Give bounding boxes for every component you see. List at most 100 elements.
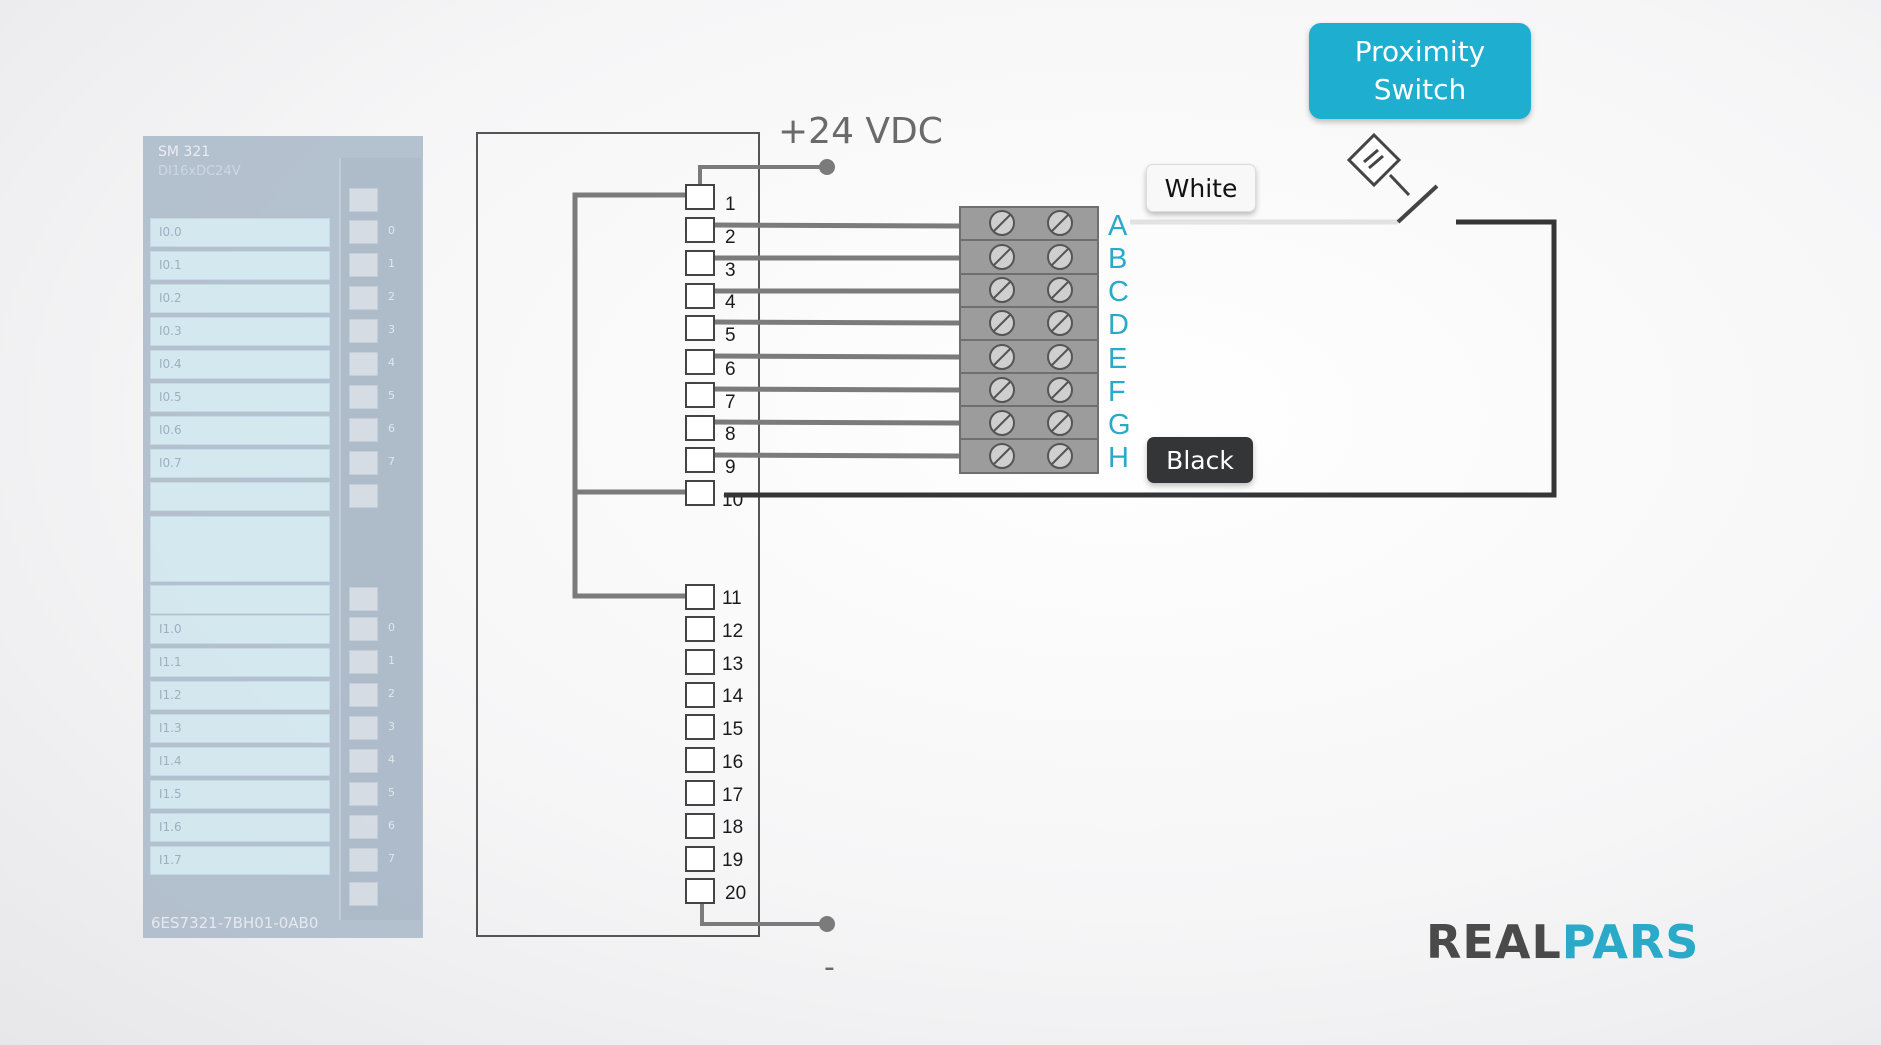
terminal-letter-g: G [1108,409,1131,441]
module-led [349,253,378,277]
black-wire [724,219,1557,498]
led-number: 0 [388,224,395,237]
terminal-box [685,315,715,341]
address-slot-empty [150,482,330,511]
terminal-letter-e: E [1108,343,1127,375]
module-led [349,650,378,674]
terminal-number: 5 [725,325,736,346]
led-number: 2 [388,290,395,303]
terminal-number: 8 [725,424,736,445]
screw-slot [1051,314,1069,332]
terminal-box [685,184,715,210]
sensor-diamond-icon [1346,132,1402,188]
terminal-box [685,584,715,610]
front-connector-outline [476,132,760,937]
address-slot: I1.4 [150,747,330,776]
terminal-box [685,813,715,839]
screw-slot [993,281,1011,299]
address-slot: I1.6 [150,813,330,842]
terminal-number: 3 [725,260,736,281]
module-led [349,749,378,773]
terminal-box [685,747,715,773]
module-type: DI16xDC24V [158,164,241,179]
led-number: 4 [388,753,395,766]
address-slot: I1.3 [150,714,330,743]
led-number: 6 [388,819,395,832]
black-wire-label: Black [1147,437,1253,483]
module-led [349,484,378,508]
address-slot: I0.2 [150,284,330,313]
led-number: 5 [388,389,395,402]
terminal-number: 20 [725,883,746,904]
terminal-number: 16 [722,752,743,773]
terminal-boxes [685,184,715,904]
terminal-number: 19 [722,850,743,871]
module-led [349,848,378,872]
address-slot: I1.2 [150,681,330,710]
module-led [349,587,378,611]
terminal-box [685,250,715,276]
terminal-box [685,283,715,309]
led-number: 2 [388,687,395,700]
led-number: 7 [388,852,395,865]
led-number: 4 [388,356,395,369]
screw-slot [993,348,1011,366]
terminal-box [685,682,715,708]
terminal-box [685,616,715,642]
module-model: SM 321 [158,144,211,160]
screw-slot [993,214,1011,232]
terminal-box [685,878,715,904]
address-slot: I1.1 [150,648,330,677]
module-led [349,220,378,244]
plus-24vdc-label: +24 VDC [778,111,943,152]
terminal-letter-b: B [1108,243,1127,275]
screw-slot [1051,381,1069,399]
terminal-box [685,349,715,375]
common-bus [572,192,687,599]
switch-contact-icon [1396,184,1439,224]
terminal-letter-d: D [1108,309,1129,341]
terminal-letters: A B C D E F G H [1108,210,1131,474]
terminal-number: 4 [725,292,736,313]
address-slot: I1.0 [150,615,330,644]
module-led [349,451,378,475]
led-number: 0 [388,621,395,634]
screw-slot [1051,214,1069,232]
address-slot: I0.3 [150,317,330,346]
module-led [349,716,378,740]
screw-slot [993,314,1011,332]
realpars-logo: REALPARS [1426,915,1700,969]
terminal-number: 9 [725,457,736,478]
screw-slot [993,414,1011,432]
screw-slot [993,248,1011,266]
address-slot-empty [150,585,330,614]
led-number: 3 [388,720,395,733]
led-number: 5 [388,786,395,799]
proximity-switch-label: Proximity Switch [1309,23,1531,119]
screw-slot [1051,248,1069,266]
terminal-number: 15 [722,719,743,740]
screw-slot [1051,447,1069,465]
address-slot: I0.7 [150,449,330,478]
plus-24v-line [698,159,835,196]
address-slot: I0.4 [150,350,330,379]
module-led [349,617,378,641]
led-number: 6 [388,422,395,435]
terminal-box [685,447,715,473]
module-led-top [349,188,378,212]
led-number: 7 [388,455,395,468]
module-led [349,815,378,839]
terminal-letter-c: C [1108,276,1129,308]
signal-wires [711,222,961,459]
address-slot: I0.5 [150,383,330,412]
sm321-module: SM 321 DI16xDC24V I0.0 I0.1 I0.2 I0.3 I0… [143,136,423,938]
terminal-number: 18 [722,817,743,838]
terminal-number: 2 [725,227,736,248]
proximity-switch-symbol [1346,132,1439,224]
screw-slot [993,381,1011,399]
terminal-number: 7 [725,392,736,413]
minus-label: - [824,950,835,985]
module-led [349,385,378,409]
screw-slot [1051,281,1069,299]
module-led [349,683,378,707]
